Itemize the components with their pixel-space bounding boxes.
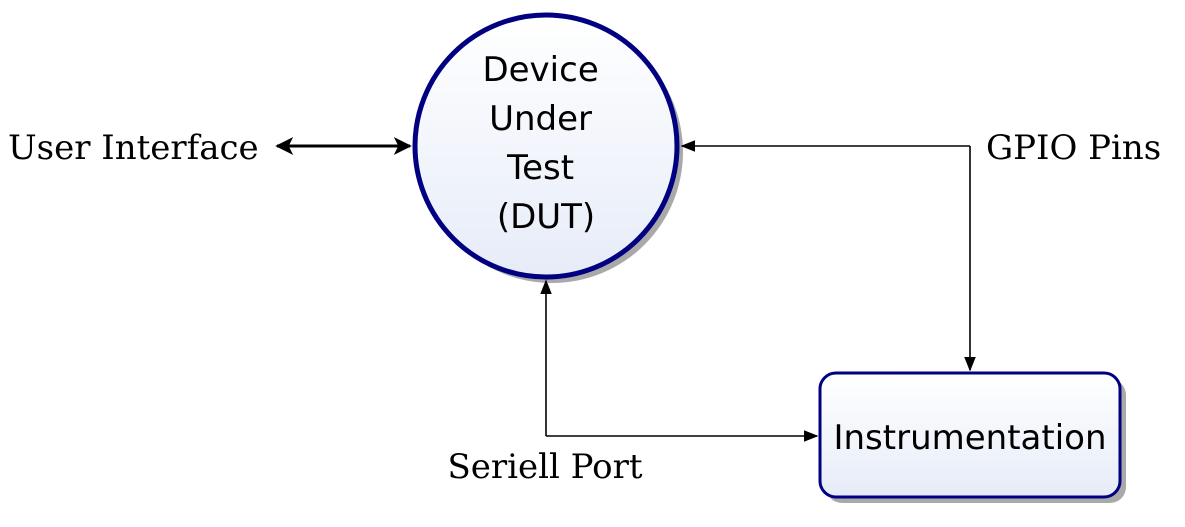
dut-label-line-3: Test xyxy=(506,148,574,188)
dut-node[interactable]: Device Under Test (DUT) xyxy=(412,12,680,280)
seriell-port-label: Seriell Port xyxy=(447,447,642,487)
dut-label-line-4: (DUT) xyxy=(497,197,595,237)
svg-text:Device Under Test: Device Under Test (DUT) xyxy=(482,50,609,237)
dut-label-line-2: Under xyxy=(489,99,592,139)
instrumentation-node[interactable]: Instrumentation xyxy=(818,371,1122,499)
instrumentation-label: Instrumentation xyxy=(833,418,1106,458)
user-interface-label: User Interface xyxy=(8,128,259,168)
dut-label-line-1: Device xyxy=(482,50,598,90)
gpio-pins-label: GPIO Pins xyxy=(986,128,1161,168)
